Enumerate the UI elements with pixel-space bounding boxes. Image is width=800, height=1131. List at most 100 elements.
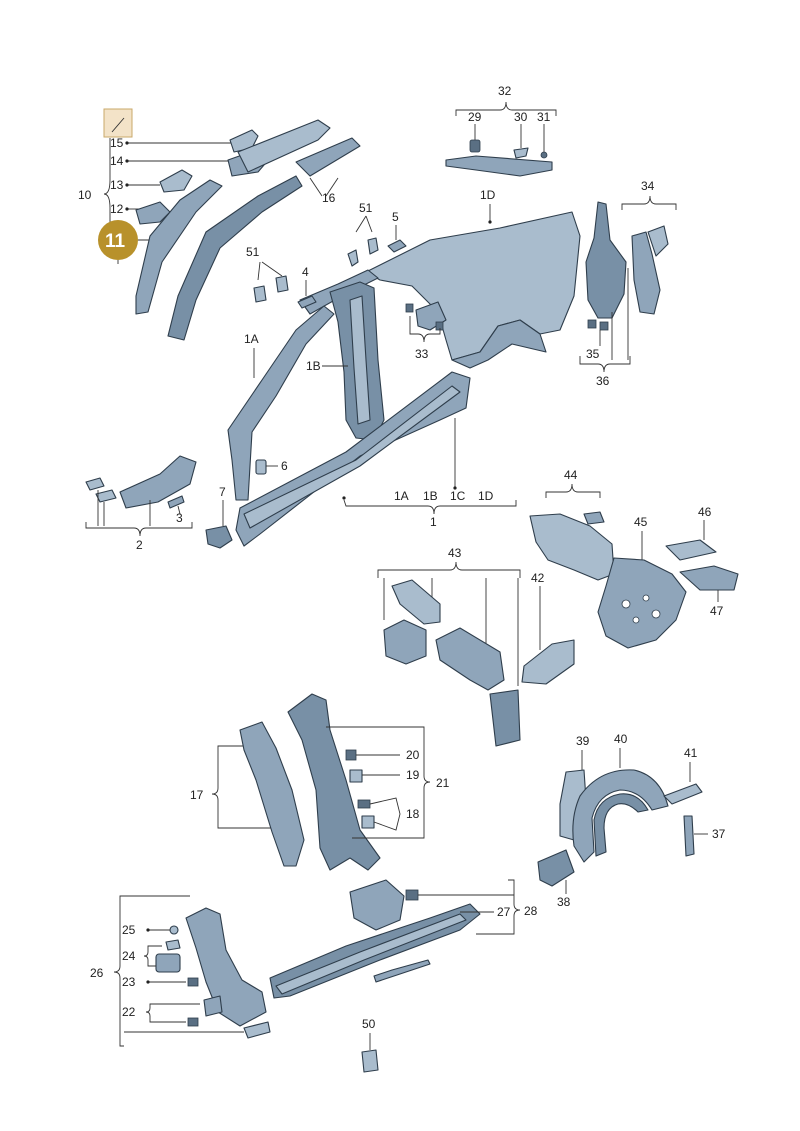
label-19: 19: [406, 768, 420, 782]
label-7: 7: [219, 485, 226, 499]
part-5-bracket: [387, 239, 407, 253]
part-4-bracket: [297, 295, 317, 309]
part-2-plate-a: [85, 477, 105, 491]
part-45-wheelhouse-outer: [597, 557, 687, 649]
group-wheel-arch: 39 40 41 37 38: [537, 732, 726, 909]
part-41-strip: [663, 783, 703, 805]
part-28-bracket: [349, 879, 405, 931]
part-46-bracket: [665, 539, 717, 561]
label-13: 13: [110, 178, 124, 192]
part-1B-inner-window: [349, 295, 371, 425]
part-34-bracket: [631, 231, 661, 315]
part-20-clip: [345, 749, 357, 761]
label-24: 24: [122, 949, 136, 963]
label-33: 33: [415, 347, 429, 361]
part-11-a-pillar-inner: [135, 179, 223, 315]
label-36: 36: [596, 374, 610, 388]
part-16-roof-rail: [237, 119, 331, 173]
label-41: 41: [684, 746, 698, 760]
part-cable: [373, 959, 431, 983]
part-35-bolt-b: [599, 321, 609, 331]
group-wheelhouse: 44 45 46 47 43 42: [377, 468, 739, 747]
label-43: 43: [448, 546, 462, 560]
part-31-pin: [540, 151, 548, 159]
label-26: 26: [90, 966, 104, 980]
part-43-bracket-c: [435, 627, 505, 691]
part-43-bracket-a: [391, 579, 441, 625]
label-1B: 1B: [306, 359, 321, 373]
label-6: 6: [281, 459, 288, 473]
part-51-clip-lower-a: [253, 285, 267, 303]
part-28-clip: [405, 889, 419, 901]
label-22: 22: [122, 1005, 136, 1019]
label-1D-bottom: 1D: [478, 489, 494, 503]
part-51-clip-lower-b: [275, 275, 289, 293]
part-25-clip: [169, 925, 179, 935]
label-34: 34: [641, 179, 655, 193]
label-40: 40: [614, 732, 628, 746]
part-1A-a-pillar: [227, 305, 335, 501]
group-a-pillar-inner: 10 15 14 13 12 11 16: [78, 108, 361, 341]
part-7-bracket: [205, 525, 233, 549]
part-1C-sill-edge: [243, 385, 461, 529]
part-22-block: [203, 995, 223, 1017]
part-19-clip: [349, 769, 363, 783]
part-12-plate: [135, 201, 171, 225]
part-40-wheel-arch-inner: [593, 793, 649, 857]
part-43-bracket-b: [383, 619, 427, 665]
label-21: 21: [436, 776, 450, 790]
part-43-bracket-d: [489, 689, 521, 747]
label-15: 15: [110, 136, 124, 150]
group-side-panel: 1D 1A 1B 1A 1B 1C 1D 1 6: [227, 188, 581, 547]
label-1: 1: [430, 515, 437, 529]
label-51-upper: 51: [359, 201, 373, 215]
label-29: 29: [468, 110, 482, 124]
part-24-block: [155, 953, 181, 973]
badge-label: 11: [105, 231, 126, 252]
label-1B-bottom: 1B: [423, 489, 438, 503]
part-24-clip-a: [165, 939, 181, 951]
part-32-trim-strip: [445, 155, 553, 177]
part-51-clip-upper-a: [347, 249, 359, 267]
part-2-plate-b: [95, 489, 117, 503]
label-12: 12: [110, 202, 124, 216]
part-3-pin: [167, 495, 185, 509]
part-13-bracket: [159, 169, 193, 193]
highlight-swatch: [103, 108, 133, 138]
label-1A-bottom: 1A: [394, 489, 409, 503]
part-34-plate: [647, 225, 669, 257]
label-30: 30: [514, 110, 528, 124]
part-2-bracket: [119, 455, 197, 509]
group-clips: 51 5 51 4: [246, 201, 407, 309]
part-38-bracket: [537, 849, 575, 887]
part-34-inner-panel: [585, 201, 627, 319]
label-51-lower: 51: [246, 245, 260, 259]
part-42-panel: [521, 639, 575, 685]
part-30-clip: [513, 147, 529, 159]
label-38: 38: [557, 895, 571, 909]
label-25: 25: [122, 923, 136, 937]
part-51-clip-upper-b: [367, 237, 379, 255]
part-27-sill-edge: [275, 913, 467, 995]
part-35-bolt-a: [587, 319, 597, 329]
callout-badge-11: 11: [98, 220, 155, 264]
part-17-pillar-inner: [239, 721, 305, 867]
part-23-clip: [187, 977, 199, 987]
label-39: 39: [576, 734, 590, 748]
label-1D-top: 1D: [480, 188, 496, 202]
label-46: 46: [698, 505, 712, 519]
label-4: 4: [302, 265, 309, 279]
part-37-bracket: [683, 815, 695, 857]
label-16: 16: [322, 191, 336, 205]
part-50-cover: [361, 1049, 379, 1073]
label-47: 47: [710, 604, 724, 618]
group-rear-trim: 32 29 30 31: [445, 84, 557, 177]
part-44-small: [583, 511, 605, 525]
group-front-lower: 3 2 7: [85, 455, 233, 552]
part-47-bracket: [679, 565, 739, 591]
group-rear-inner: 34 35 36: [579, 179, 677, 388]
label-1C-bottom: 1C: [450, 489, 466, 503]
label-17: 17: [190, 788, 204, 802]
part-1D-wheel-arch: [451, 319, 547, 369]
